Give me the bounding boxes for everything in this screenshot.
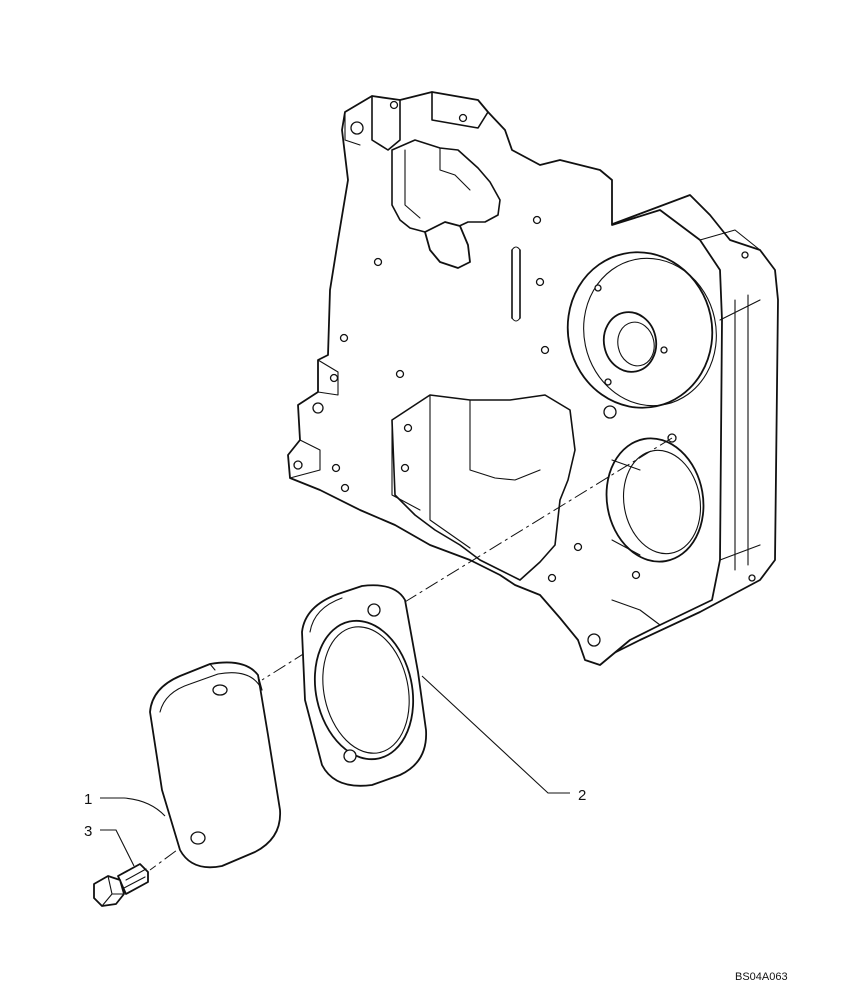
drawing-reference-code: BS04A063 [735, 971, 788, 983]
callout-label-1: 1 [84, 791, 92, 808]
gear-housing [287, 91, 779, 666]
assembly-centerline [394, 437, 673, 609]
callout-label-2: 2 [578, 787, 586, 804]
leader-line-2 [421, 675, 570, 794]
leader-line-3 [100, 829, 135, 867]
callout-label-3: 3 [84, 823, 92, 840]
cover-plate-part-1 [149, 661, 281, 869]
gasket-part-2 [301, 584, 427, 787]
bolt-part-3 [93, 863, 149, 907]
leader-line-1 [100, 797, 166, 817]
